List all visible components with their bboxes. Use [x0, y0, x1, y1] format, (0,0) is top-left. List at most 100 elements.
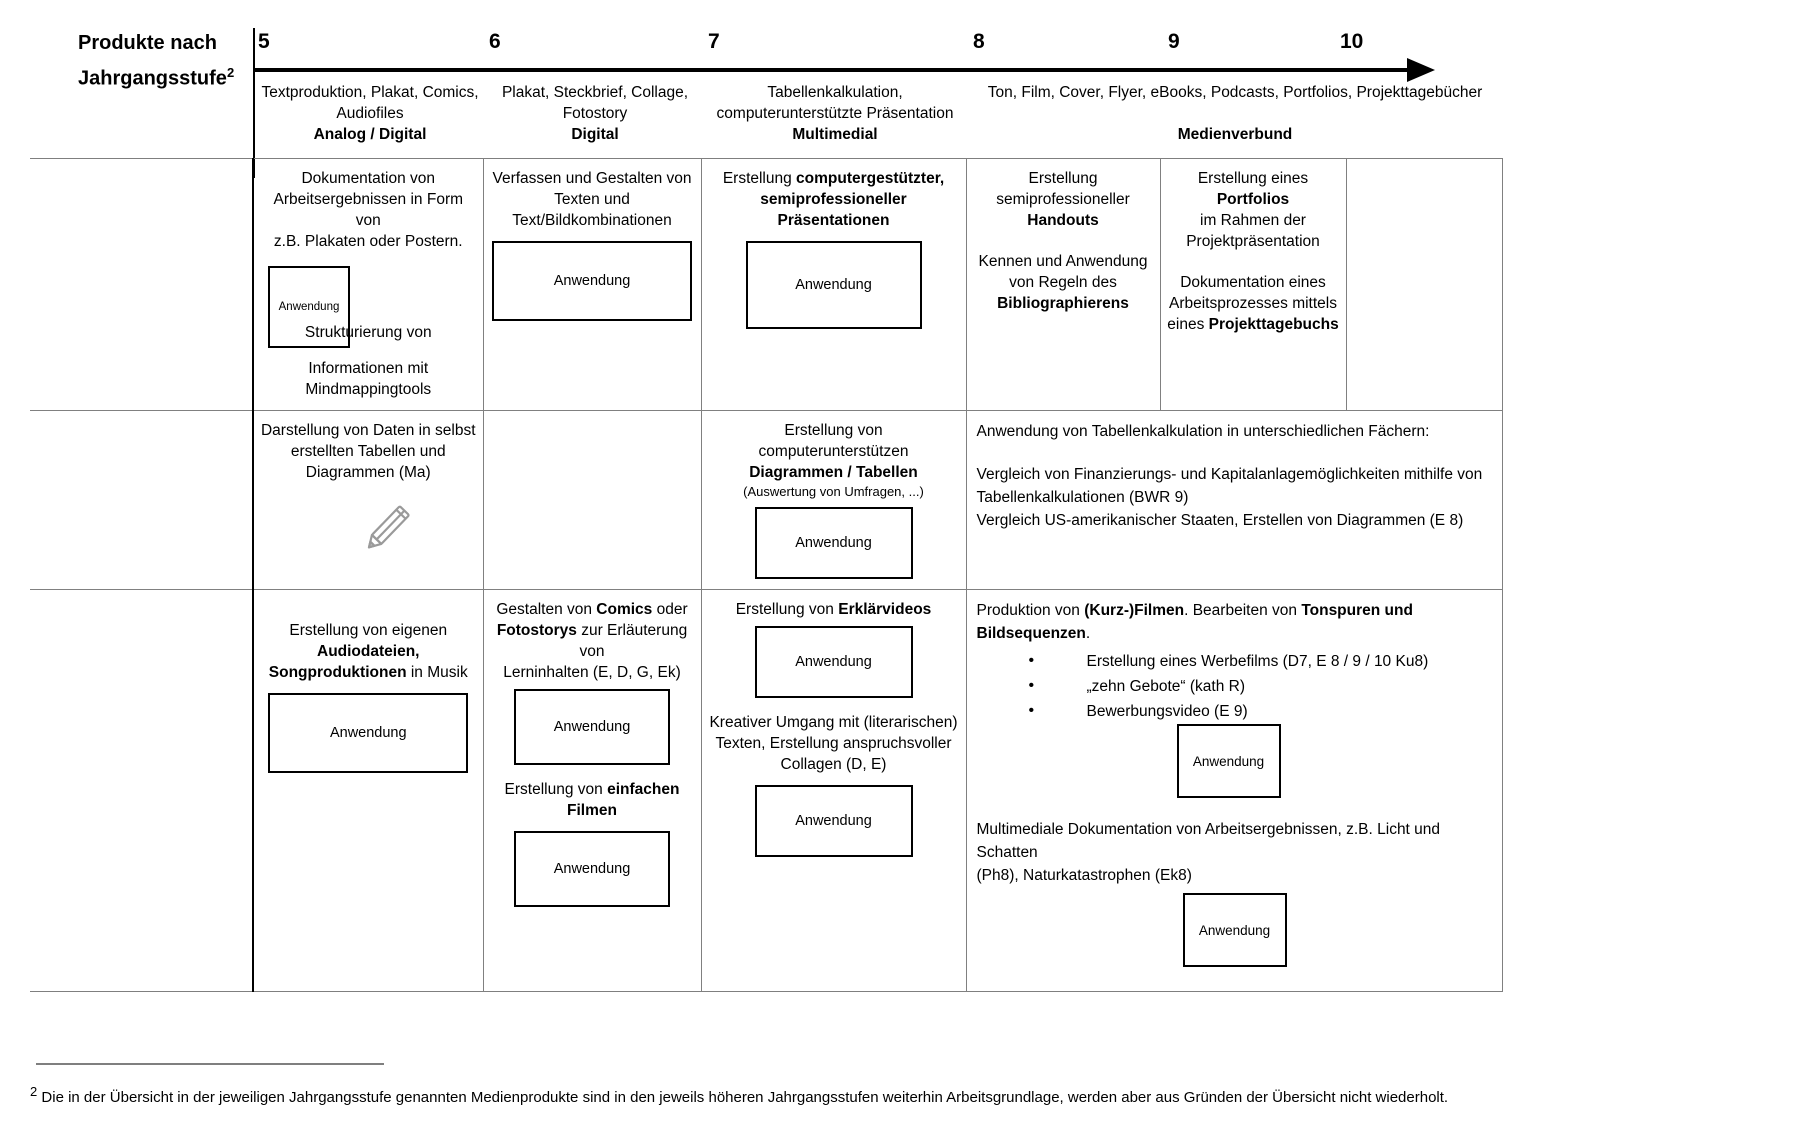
row-title-text: Produkte nach Jahrgangsstufe: [78, 32, 227, 90]
products-grade-8-10: Ton, Film, Cover, Flyer, eBooks, Podcast…: [987, 84, 1483, 101]
anwendung-box[interactable]: Anwendung: [514, 831, 670, 907]
row1-c1-overlap-line1: Strukturierung von: [304, 324, 432, 341]
footnote-text: Die in der Übersicht in der jeweiligen J…: [41, 1089, 1449, 1106]
axis-line: [255, 68, 1415, 72]
grade-label-9: 9: [1168, 30, 1180, 53]
grade-label-7: 7: [708, 30, 720, 53]
row1-c5-line1-bold: Portfolios: [1216, 191, 1290, 208]
row1-cell-grade10: [1345, 158, 1503, 411]
anwendung-box[interactable]: Anwendung: [754, 507, 913, 579]
timeline-axis: [255, 58, 1440, 82]
row1-c2-line3: Text/Bildkombinationen: [512, 212, 672, 229]
list-item: Erstellung eines Werbefilms (D7, E 8 / 9…: [1029, 648, 1496, 674]
row3-c2-line1: Gestalten von Comics oder: [490, 599, 695, 620]
row3-c2-line2-bold: Fotostorys: [496, 622, 577, 639]
row2-c4-line3: Tabellenkalkulationen (BWR 9): [976, 489, 1189, 506]
table-row: Dokumentation von Arbeitsergebnissen in …: [30, 158, 1503, 411]
row-title-footnote-marker: 2: [226, 65, 235, 80]
row3-c1-line3-plain: in Musik: [406, 664, 468, 681]
row2-cell-grade7: Erstellung von computerunterstützen Diag…: [700, 410, 967, 590]
row1-c5-line6-plain: eines: [1167, 316, 1209, 333]
anwendung-label: Anwendung: [795, 277, 872, 293]
row1-c5-line5: Arbeitsprozesses mittels: [1169, 295, 1337, 312]
table-row: Erstellung von eigenen Audiodateien, Son…: [30, 589, 1503, 992]
row2-c4-line4: Vergleich US-amerikanischer Staaten, Ers…: [976, 512, 1464, 529]
media-products-table: Dokumentation von Arbeitsergebnissen in …: [30, 158, 1503, 992]
row1-cell-grade5: Dokumentation von Arbeitsergebnissen in …: [252, 158, 484, 411]
products-grade-6: Plakat, Steckbrief, Collage, Fotostory: [501, 84, 689, 122]
row1-c5-line6: eines Projekttagebuchs: [1167, 314, 1340, 335]
grade-label-6: 6: [489, 30, 501, 53]
row1-c4-line3: Handouts: [1027, 212, 1099, 229]
row2-c4-line2: Vergleich von Finanzierungs- und Kapital…: [976, 466, 1483, 483]
anwendung-label: Anwendung: [1192, 753, 1265, 769]
row1-c3-text-bold: computergestützter, semiprofessioneller …: [760, 170, 945, 229]
anwendung-box[interactable]: Anwendung: [754, 626, 913, 698]
row3-c3-line1-bold: Erklärvideos: [838, 601, 932, 618]
anwendung-box[interactable]: Anwendung: [1182, 893, 1287, 967]
row2-c4-line1: Anwendung von Tabellenkalkulation in unt…: [976, 423, 1430, 440]
products-grade-5: Textproduktion, Plakat, Comics, Audiofil…: [261, 84, 479, 122]
anwendung-label: Anwendung: [553, 273, 631, 289]
row3-c3-line2: Kreativer Umgang mit (literarischen): [709, 714, 958, 731]
row3-c4-intro-a: Produktion von: [976, 602, 1085, 619]
row1-leading-cell: [30, 158, 254, 411]
row1-c1-overlap-line3: Mindmappingtools: [305, 381, 432, 398]
grade-label-10: 10: [1340, 30, 1364, 53]
row3-c4-bullet-list: Erstellung eines Werbefilms (D7, E 8 / 9…: [977, 648, 1496, 724]
row2-c1-line2: erstellten Tabellen und: [290, 443, 446, 460]
anwendung-label: Anwendung: [795, 535, 872, 551]
pencil-icon: [354, 497, 418, 566]
row1-c1-line3: z.B. Plakaten oder Postern.: [273, 233, 463, 250]
anwendung-box[interactable]: Anwendung: [268, 693, 469, 773]
footnote: 2 Die in der Übersicht in der jeweiligen…: [30, 1082, 1790, 1108]
row3-c4-tail1: Multimediale Dokumentation von Arbeitser…: [976, 821, 1441, 861]
footnote-marker: 2: [30, 1084, 38, 1099]
row3-cell-grade6: Gestalten von Comics oder Fotostorys zur…: [482, 589, 702, 992]
row1-cell-grade7: Erstellung computergestützter, semiprofe…: [700, 158, 967, 411]
anwendung-box[interactable]: Anwendung: [1176, 724, 1281, 798]
row1-cell-grade9: Erstellung eines Portfolios im Rahmen de…: [1159, 158, 1347, 411]
row1-c4-line6: Bibliographierens: [997, 295, 1129, 312]
row1-c4-line4: Kennen und Anwendung: [978, 253, 1148, 270]
row2-cell-grade6: [482, 410, 702, 590]
row3-c4-intro-e: .: [1085, 625, 1091, 642]
category-medienverbund: Medienverbund: [1177, 126, 1293, 143]
row3-c2-line2-plain: zur Erläuterung von: [576, 622, 688, 660]
row3-cell-grade7: Erstellung von Erklärvideos Anwendung Kr…: [700, 589, 967, 992]
category-analog-digital: Analog / Digital: [313, 126, 427, 143]
row2-cell-grade5: Darstellung von Daten in selbst erstellt…: [252, 410, 484, 590]
anwendung-label: Anwendung: [278, 301, 340, 313]
list-item: Bewerbungsvideo (E 9): [1029, 698, 1496, 724]
row2-cell-grades8-10: Anwendung von Tabellenkalkulation in unt…: [965, 410, 1503, 590]
row1-c2-line1: Verfassen und Gestalten von: [492, 170, 692, 187]
row3-c1-line2: Audiodateien,: [317, 643, 420, 660]
row1-c5-line2: im Rahmen der: [1200, 212, 1306, 229]
row1-c4-line5: von Regeln des: [1009, 274, 1117, 291]
anwendung-box[interactable]: Anwendung: [514, 689, 670, 765]
row1-c1-overlap-line2: Informationen mit: [308, 360, 429, 377]
anwendung-box[interactable]: Anwendung: [492, 241, 692, 321]
row3-c2-line4: Erstellung von einfachen Filmen: [490, 779, 695, 821]
anwendung-box[interactable]: Anwendung: [745, 241, 922, 329]
products-grade-7: Tabellenkalkulation, computerunterstützt…: [716, 84, 954, 122]
row-title: Produkte nach Jahrgangsstufe2: [78, 28, 258, 94]
row1-cell-grade8: Erstellung semiprofessioneller Handouts …: [965, 158, 1161, 411]
row3-c4-intro: Produktion von (Kurz-)Filmen. Bearbeiten…: [977, 599, 1496, 645]
timeline-header: Produkte nach Jahrgangsstufe2 5 6 7 8 9 …: [0, 0, 1802, 178]
row3-c1-line1: Erstellung von eigenen: [289, 622, 448, 639]
anwendung-box[interactable]: Anwendung: [268, 266, 350, 348]
row1-cell-grade6: Verfassen und Gestalten von Texten und T…: [482, 158, 702, 411]
row3-c2-line1-tail: oder: [652, 601, 688, 618]
anwendung-label: Anwendung: [553, 719, 631, 735]
row1-c2-line2: Texten und: [554, 191, 630, 208]
anwendung-box[interactable]: Anwendung: [754, 785, 913, 857]
category-digital: Digital: [571, 126, 619, 143]
list-item: „zehn Gebote“ (kath R): [1029, 673, 1496, 699]
row2-c3-line1: Erstellung von computerunterstützen: [758, 422, 909, 460]
row1-c1-line2: Arbeitsergebnissen in Form von: [273, 191, 464, 229]
row3-c4-intro-c: . Bearbeiten von: [1184, 602, 1302, 619]
row2-c1-line1: Darstellung von Daten in selbst: [260, 422, 476, 439]
row3-cell-grade5: Erstellung von eigenen Audiodateien, Son…: [252, 589, 484, 992]
